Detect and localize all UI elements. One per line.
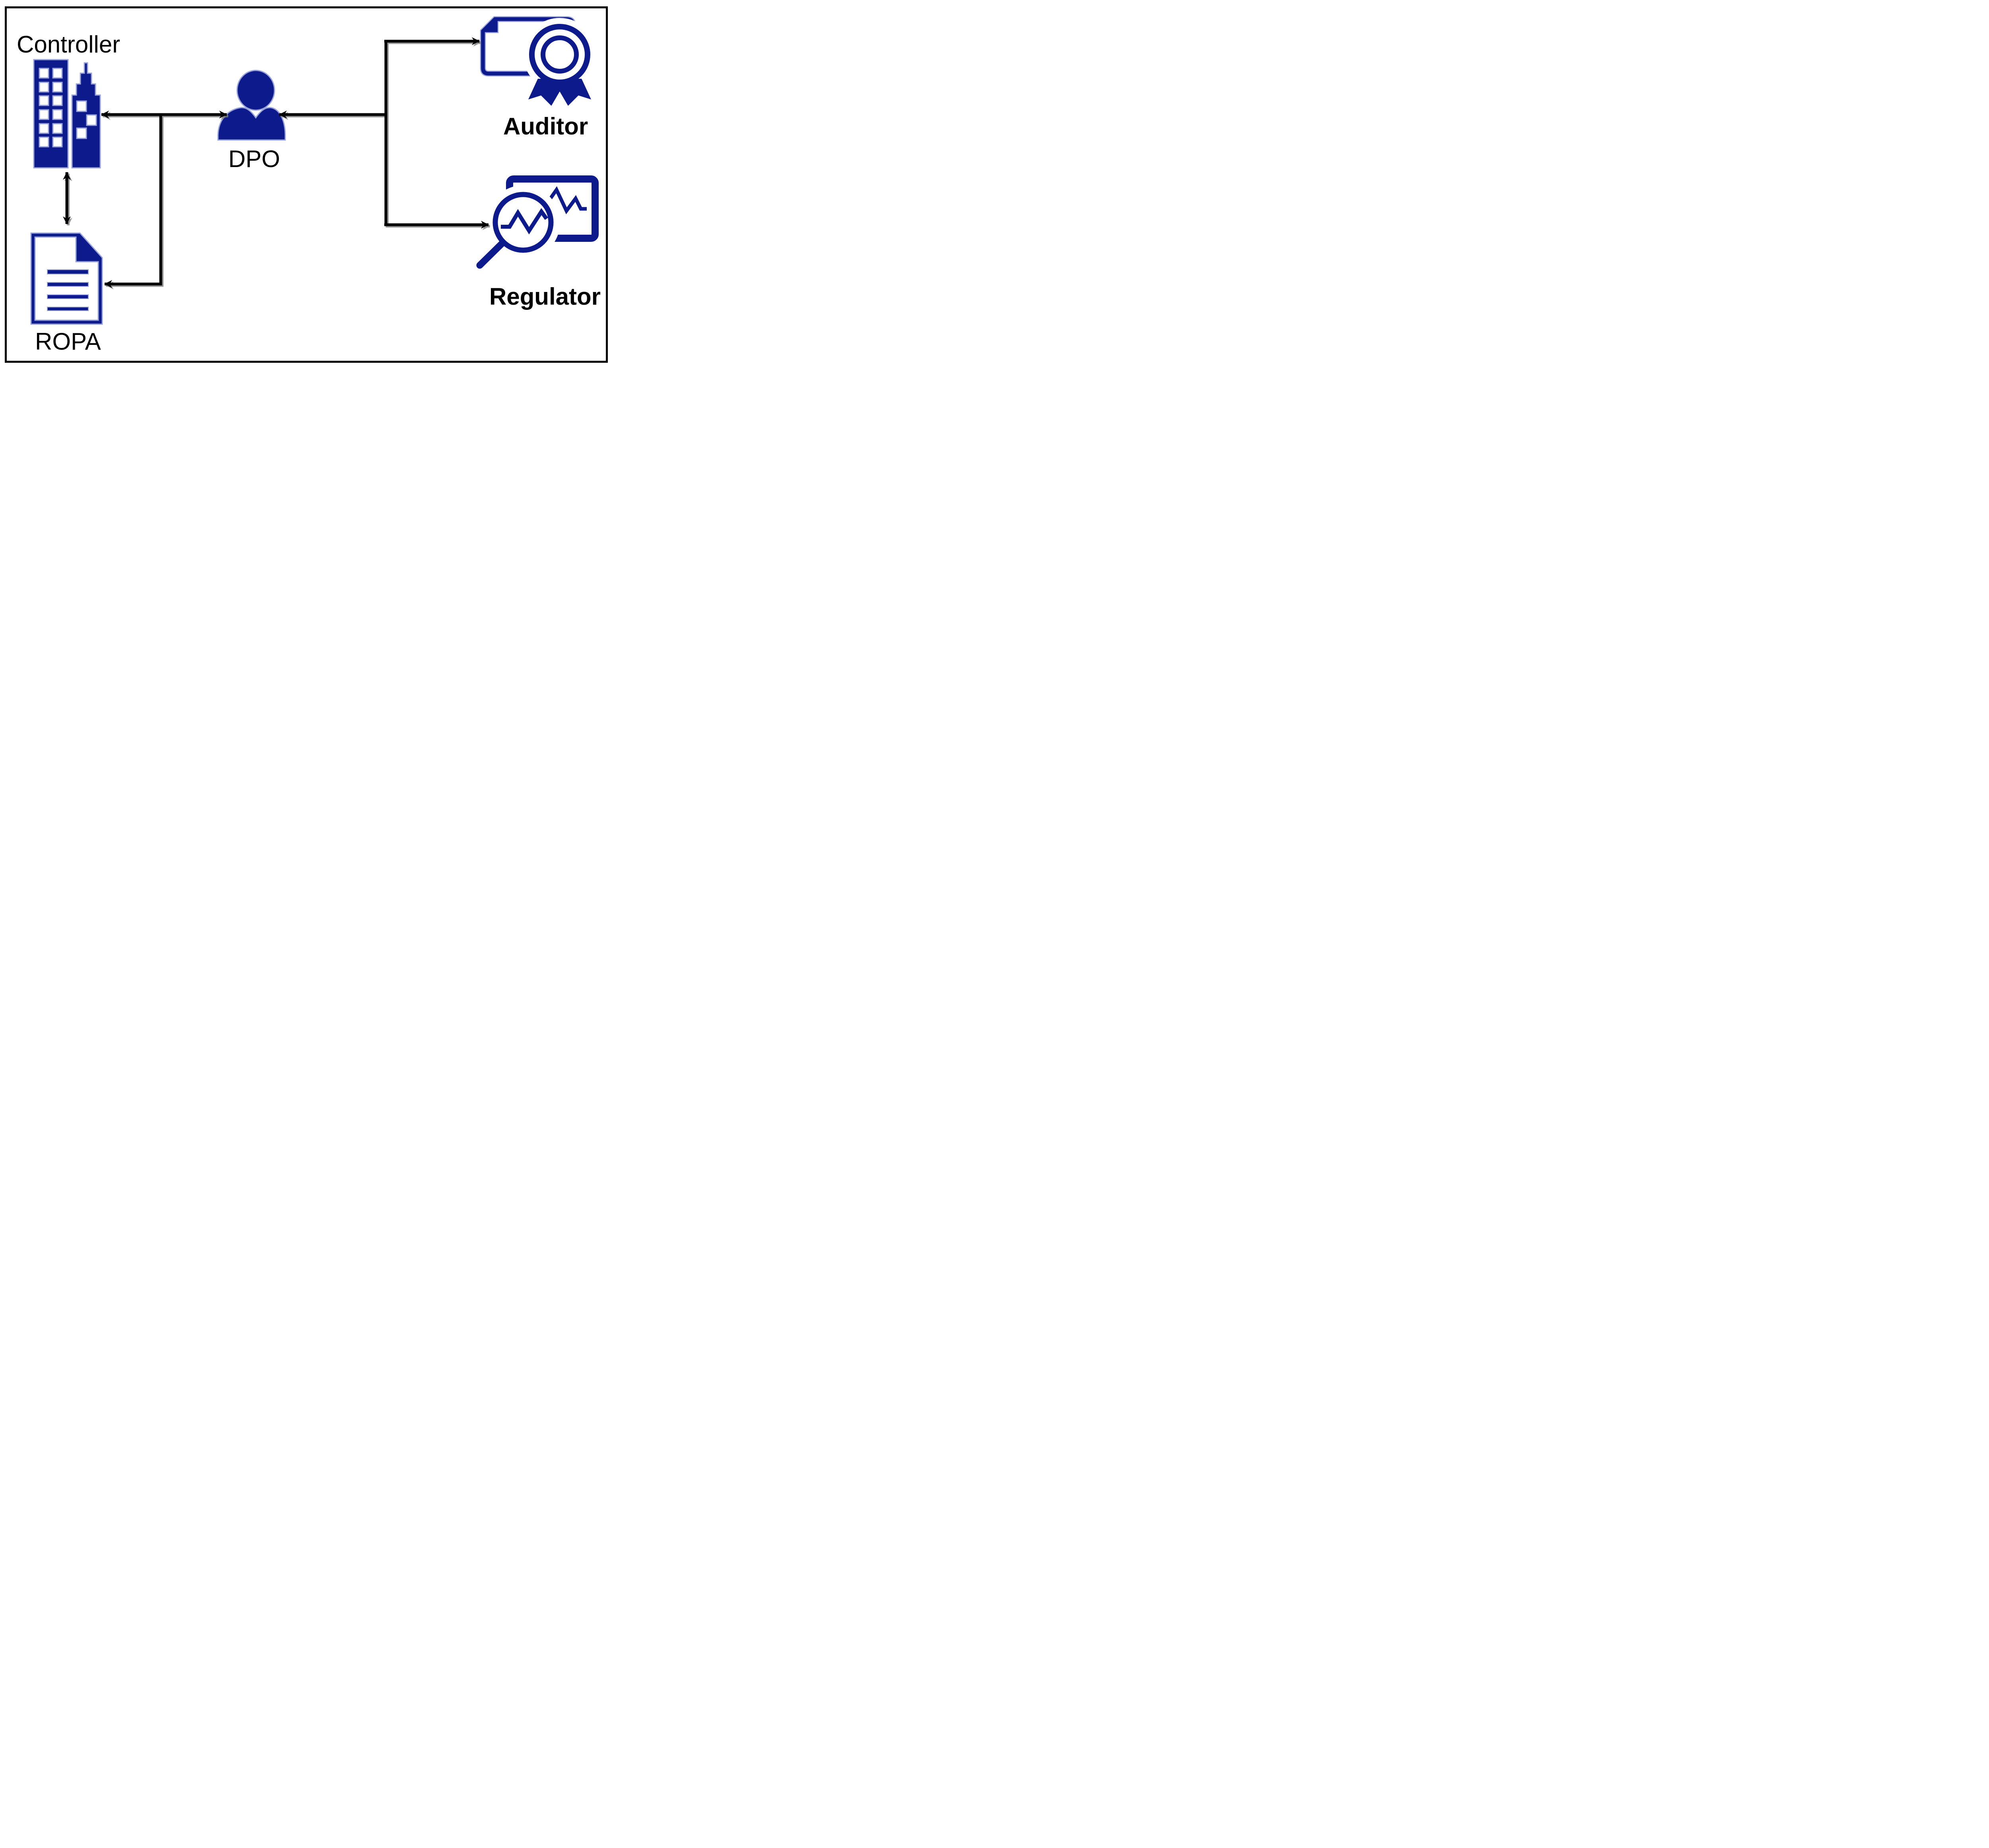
- document-icon: [30, 232, 103, 325]
- right-tower-windows: [76, 100, 97, 139]
- left-tower-windows: [39, 68, 63, 148]
- diagram-canvas: Controller DPO ROPA Auditor Regulator: [0, 0, 613, 370]
- certificate-icon: [480, 16, 596, 106]
- dpo-label: DPO: [228, 146, 280, 172]
- monitor-chart-line: [544, 186, 587, 214]
- lens-chart-line: [501, 208, 549, 235]
- office-buildings-icon: [33, 59, 101, 169]
- chart-magnifier-icon: [476, 175, 599, 269]
- connectors: [63, 37, 489, 288]
- edge-line-to-ropa: [104, 113, 162, 288]
- controller-label: Controller: [17, 31, 121, 58]
- magnifier-handle: [476, 240, 506, 269]
- rosette-inner-ring: [541, 35, 579, 74]
- diagram-graphics: [30, 16, 599, 325]
- person-head: [236, 70, 275, 111]
- auditor-label: Auditor: [503, 113, 588, 140]
- document-outline: [30, 232, 103, 325]
- person-icon: [217, 70, 286, 141]
- person-shoulders: [217, 107, 286, 141]
- regulator-label: Regulator: [489, 283, 601, 310]
- ropa-label: ROPA: [35, 328, 101, 355]
- rosette-ribbons: [528, 79, 591, 106]
- document-text-lines: [47, 269, 89, 311]
